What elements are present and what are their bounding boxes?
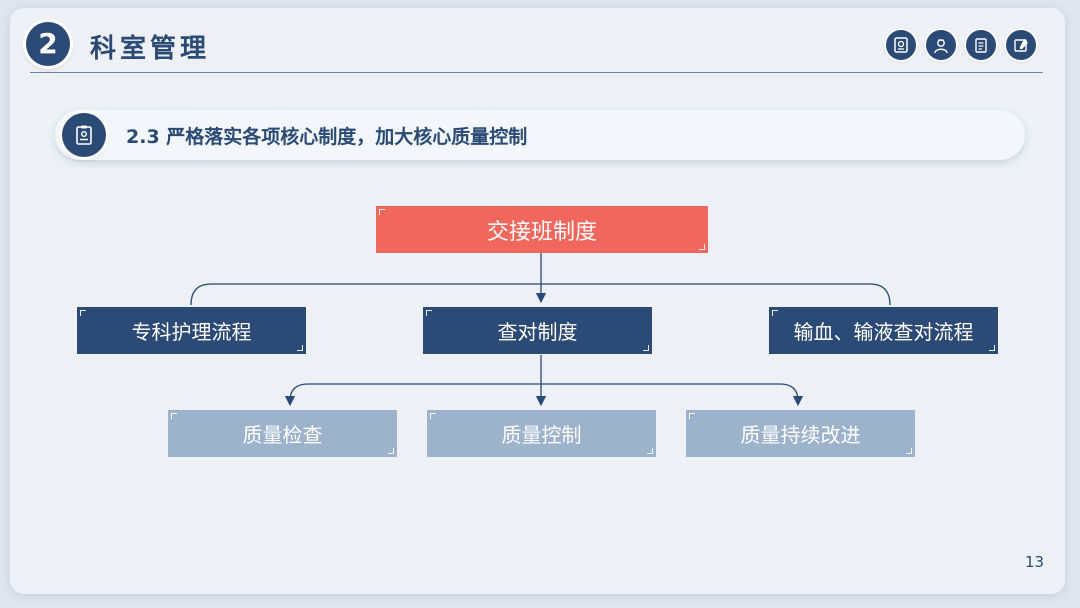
level3-left-arrow [284, 383, 541, 407]
level3-box-continuous-improvement: 质量持续改进 [686, 410, 915, 457]
level2-box-verification-system: 查对制度 [423, 307, 652, 354]
level3-right-arrow [541, 383, 804, 407]
level3-box-quality-inspection: 质量检查 [168, 410, 397, 457]
section-title: 科室管理 [90, 34, 211, 64]
subheader-bar [55, 110, 1025, 160]
nurse-icon [926, 30, 956, 60]
page-number: 13 [1025, 553, 1045, 571]
header-icon-group [886, 30, 1036, 60]
level2-box-transfusion-check: 输血、输液查对流程 [769, 307, 998, 354]
level2-box-specialty-nursing: 专科护理流程 [77, 307, 306, 354]
root-box-handover-system: 交接班制度 [376, 206, 708, 253]
level3-box-quality-control: 质量控制 [427, 410, 656, 457]
section-number-badge: 2 [26, 22, 70, 66]
clipboard-badge-icon [62, 113, 106, 157]
subheader-title: 2.3 严格落实各项核心制度，加大核心质量控制 [126, 126, 528, 148]
prescription-icon [1006, 30, 1036, 60]
level2-bracket-connector [190, 283, 891, 306]
medical-record-icon [886, 30, 916, 60]
clipboard-icon [966, 30, 996, 60]
header-divider [30, 72, 1043, 73]
